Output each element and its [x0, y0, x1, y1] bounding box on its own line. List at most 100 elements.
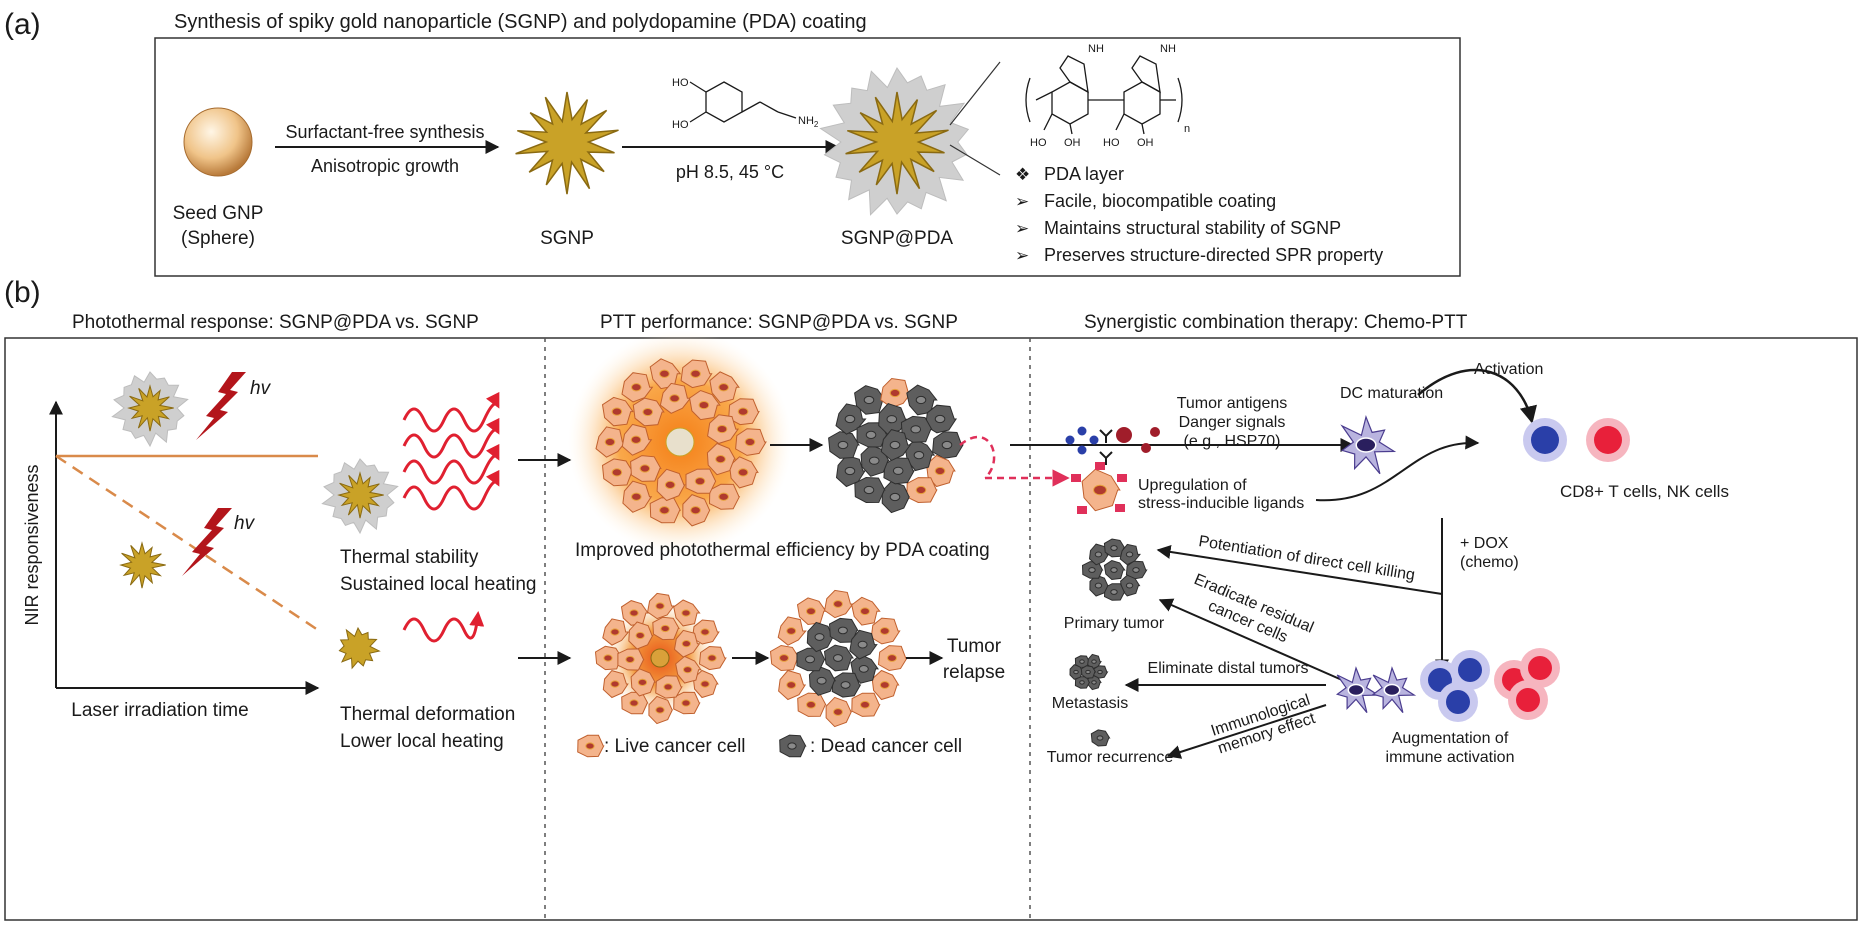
cell-nucleus	[1097, 669, 1103, 675]
cell-nucleus	[610, 680, 620, 688]
cell-nucleus	[700, 628, 710, 636]
cell-nucleus	[629, 609, 639, 617]
cell-nucleus	[715, 455, 726, 464]
t-cell-nk-cell-icons	[1523, 418, 1630, 462]
cell-nucleus	[837, 626, 848, 635]
cell-nucleus	[892, 466, 904, 475]
cell-nucleus	[1091, 680, 1097, 685]
bare-particle-small	[119, 541, 166, 589]
cell-nucleus	[1110, 545, 1118, 551]
ligand-to-tcell-arrow	[1315, 435, 1480, 502]
col2-title: PTT performance: SGNP@PDA vs. SGNP	[600, 312, 958, 333]
cell-nucleus	[840, 681, 851, 689]
cell-nucleus	[690, 369, 701, 378]
cell-nucleus	[941, 440, 953, 450]
cell-nucleus	[889, 440, 901, 450]
lower-heating-label: Lower local heating	[340, 731, 504, 752]
seed-gnp-sphere	[183, 107, 253, 177]
t-cell-nucleus	[1446, 690, 1470, 714]
cell-nucleus	[629, 699, 639, 707]
arrow1-bottom-label: Anisotropic growth	[311, 156, 459, 176]
cell-nucleus	[694, 477, 706, 486]
t-nk-cells-label: CD8+ T cells, NK cells	[1560, 482, 1729, 501]
cell-nucleus	[1094, 582, 1103, 589]
dopamine-ho-2: HO	[672, 119, 689, 131]
arrow1-top-label: Surfactant-free synthesis	[285, 122, 484, 142]
potentiation-label: Potentiation of direct cell killing	[1197, 533, 1416, 584]
cell-nucleus	[1094, 551, 1103, 558]
panel-b-label: (b)	[4, 276, 41, 309]
cell-nucleus	[1110, 589, 1118, 595]
cell-nucleus	[934, 414, 946, 424]
col1-title: Photothermal response: SGNP@PDA vs. SGNP	[72, 312, 479, 333]
dendritic-cell-nucleus	[1383, 683, 1401, 697]
deformed-particle	[338, 626, 381, 670]
polymer-oh-b: OH	[1064, 137, 1081, 149]
nanoparticle-core	[665, 427, 695, 457]
bullet-text-1: Facile, biocompatible coating	[1044, 191, 1276, 211]
cell-nucleus	[604, 437, 616, 447]
cell-nucleus	[603, 654, 613, 662]
coated-particle-small	[111, 371, 189, 448]
bullet-text-3: Preserves structure-directed SPR propert…	[1044, 245, 1383, 265]
cell-nucleus	[630, 435, 642, 444]
cell-nucleus	[663, 683, 673, 691]
polymer-n: n	[1184, 123, 1190, 135]
cell-nucleus	[635, 631, 645, 640]
cell-nucleus	[863, 395, 875, 405]
cell-nucleus	[786, 627, 797, 635]
cell-nucleus	[879, 681, 890, 689]
cell-nucleus	[1091, 659, 1097, 664]
polymer-nh-right: NH	[1160, 43, 1176, 55]
cell-nucleus	[779, 654, 789, 662]
dopamine-ho-1: HO	[672, 77, 689, 89]
cell-nucleus	[787, 742, 797, 750]
thermal-stability-label: Thermal stability	[340, 547, 479, 568]
cell-nucleus	[833, 708, 843, 716]
cell-nucleus	[889, 388, 901, 398]
immune-activation-cells	[1335, 648, 1560, 722]
upregulation-line2: stress-inducible ligands	[1138, 495, 1304, 512]
antigen-molecules	[1065, 426, 1160, 465]
cell-nucleus	[934, 466, 946, 476]
cell-nucleus	[858, 665, 869, 673]
recurrence-cell	[1090, 729, 1111, 747]
cell-nucleus	[737, 407, 749, 416]
cell-nucleus	[681, 699, 691, 707]
pda-polymer-structure	[1025, 55, 1183, 135]
cell-nucleus	[655, 602, 665, 610]
y-axis-label: NIR responsiveness	[22, 464, 42, 625]
cell-nucleus	[868, 456, 880, 465]
coating-condition: pH 8.5, 45 °C	[676, 162, 784, 182]
dead-tumor-cluster	[828, 377, 964, 514]
stressed-cancer-cell	[1071, 462, 1127, 514]
stress-ligand	[1115, 504, 1125, 512]
lightning-icon	[182, 508, 232, 576]
cell-nucleus	[816, 676, 827, 685]
cell-nucleus	[786, 681, 797, 689]
cell-nucleus	[1110, 567, 1118, 573]
cell-nucleus	[913, 451, 925, 460]
polymer-ho-c: HO	[1103, 137, 1120, 149]
cell-nucleus	[631, 492, 642, 501]
bullet-marker-3: ➢	[1015, 246, 1029, 265]
cell-nucleus	[915, 395, 927, 405]
cell-nucleus	[655, 706, 665, 714]
cell-nucleus	[585, 742, 595, 750]
zoom-line-top	[949, 61, 1001, 126]
cell-nucleus	[1088, 567, 1096, 573]
cell-nucleus	[837, 440, 849, 450]
dox-chemo-label: (chemo)	[1460, 554, 1519, 571]
cell-nucleus	[886, 415, 898, 424]
dendritic-cell-nucleus	[1347, 683, 1365, 697]
activation-arrow	[1417, 368, 1537, 424]
cell-nucleus	[682, 666, 693, 674]
heat-wave-icon	[402, 391, 500, 511]
metastasis-label: Metastasis	[1052, 695, 1128, 712]
cell-nucleus	[806, 607, 816, 616]
cell-nucleus	[664, 480, 676, 489]
cell-nucleus	[611, 468, 623, 477]
polymer-ho-a: HO	[1030, 137, 1047, 149]
cell-nucleus	[1125, 551, 1134, 558]
dox-label: + DOX	[1460, 535, 1509, 552]
